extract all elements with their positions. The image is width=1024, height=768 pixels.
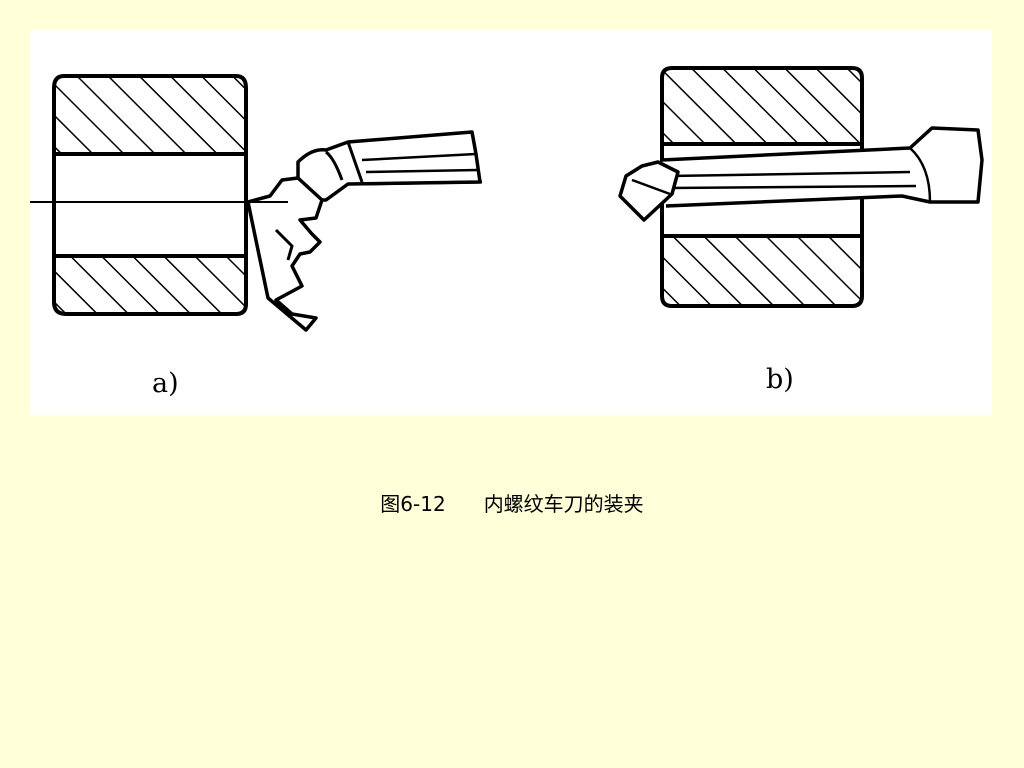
caption-title: 内螺纹车刀的装夹 [483,492,644,516]
label-b: b) [766,364,794,395]
label-a: a) [152,368,179,399]
figure-caption: 图6-12 内螺纹车刀的装夹 [0,488,1024,517]
tool-shank-a [296,130,483,202]
workpiece-b [660,66,864,308]
thread-tool-b [618,126,984,222]
thread-tool-diagram: a) b) [30,66,984,399]
workpiece-a [52,74,248,316]
figure-panel: a) b) [30,30,992,415]
caption-number: 图6-12 [380,492,446,516]
thread-tool-a [246,176,324,332]
